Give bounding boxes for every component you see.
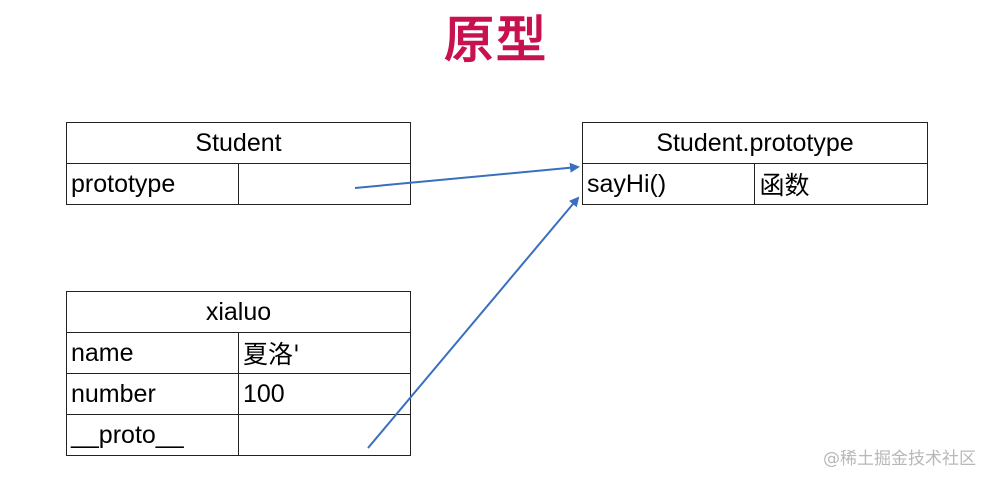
table-row: name 夏洛' (66, 332, 412, 374)
student-prototype-key: prototype (66, 163, 239, 205)
sayhi-key: sayHi() (581, 163, 756, 205)
number-key: number (66, 373, 239, 415)
sayhi-value: 函数 (754, 163, 928, 205)
student-object-box: Student prototype (66, 122, 411, 205)
prototype-arrow (354, 162, 580, 189)
table-row: __proto__ (66, 414, 412, 456)
student-prototype-value (238, 163, 411, 205)
table-row: prototype (66, 163, 411, 205)
xialuo-object-box: xialuo name 夏洛' number 100 __proto__ (66, 291, 412, 456)
prototype-object-box: Student.prototype sayHi() 函数 (581, 122, 928, 205)
number-value: 100 (237, 373, 412, 415)
watermark: @稀土掘金技术社区 (823, 449, 976, 469)
proto-key: __proto__ (66, 414, 239, 456)
diagram-title: 原型 (444, 11, 548, 69)
table-row: number 100 (66, 373, 412, 415)
table-row: sayHi() 函数 (581, 163, 928, 205)
student-box-header: Student (66, 122, 411, 164)
proto-link-arrow (367, 196, 580, 449)
proto-value (237, 414, 412, 456)
